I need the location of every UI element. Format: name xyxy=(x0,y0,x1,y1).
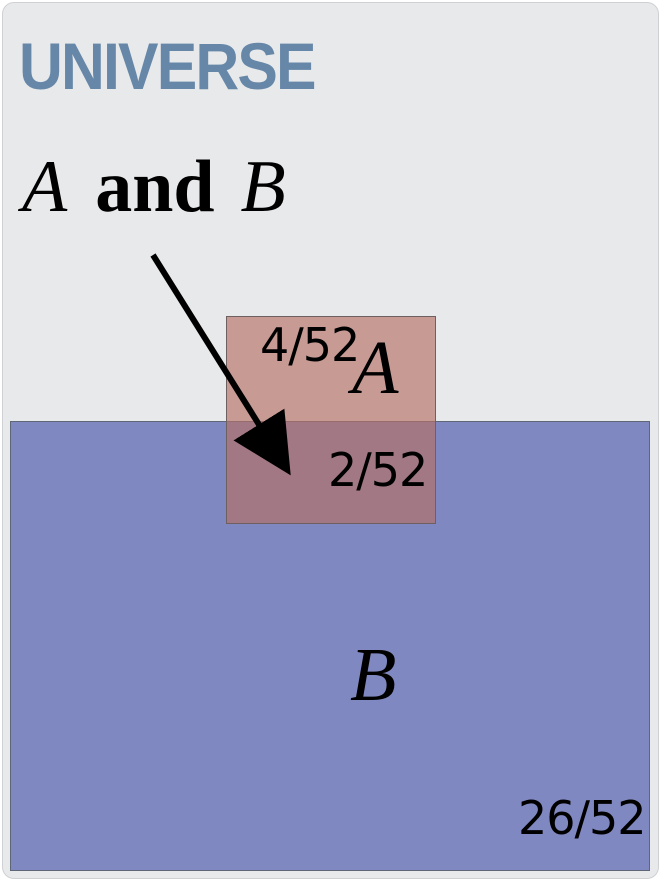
intersection-fraction: 2/52 xyxy=(328,443,428,497)
callout-set-b: B xyxy=(240,146,286,228)
set-b-fraction: 26/52 xyxy=(518,791,647,845)
callout-conjunction: and xyxy=(95,146,215,228)
set-a-letter: A xyxy=(352,326,399,410)
callout-set-a: A xyxy=(22,146,68,228)
set-a-fraction: 4/52 xyxy=(260,318,360,372)
universe-title: UNIVERSE xyxy=(19,29,317,103)
arrow-line xyxy=(150,253,291,476)
set-b-letter: B xyxy=(350,633,397,717)
